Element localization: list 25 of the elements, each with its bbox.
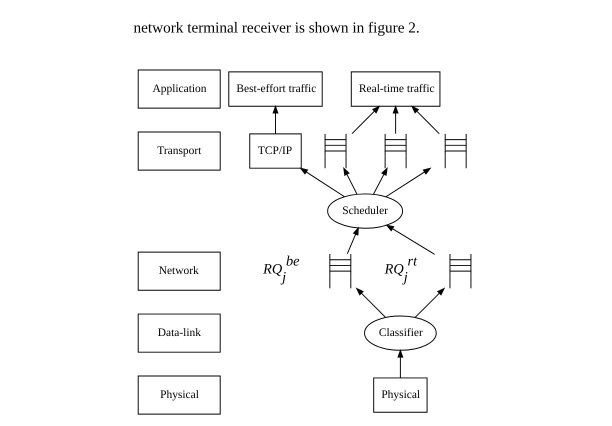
node-box: Network [138, 252, 221, 291]
node-ellipse: Classifier [364, 315, 437, 351]
arrow [356, 287, 386, 318]
arrow [352, 105, 380, 134]
label: network terminal receiver is shown in figure 2. [133, 20, 420, 37]
arrow [343, 166, 358, 195]
node-box: Physical [373, 377, 428, 413]
arrow [299, 168, 345, 198]
node-box: Real-time traffic [350, 71, 440, 107]
arrow [272, 104, 278, 134]
arrow [397, 349, 404, 378]
arrow [346, 226, 359, 254]
arrow [386, 224, 436, 255]
arrow [372, 166, 388, 195]
node-box: Application [138, 70, 221, 109]
node-ellipse: Scheduler [327, 193, 404, 229]
arrow [410, 105, 440, 134]
arrow [386, 168, 432, 198]
node-box: Transport [138, 131, 221, 171]
node-box: Data-link [138, 314, 221, 353]
arrow [414, 287, 446, 318]
node-box: TCP/IP [249, 133, 302, 169]
node-box: Best-effort traffic [228, 71, 323, 107]
arrow [392, 104, 399, 134]
node-box: Physical [138, 376, 221, 415]
